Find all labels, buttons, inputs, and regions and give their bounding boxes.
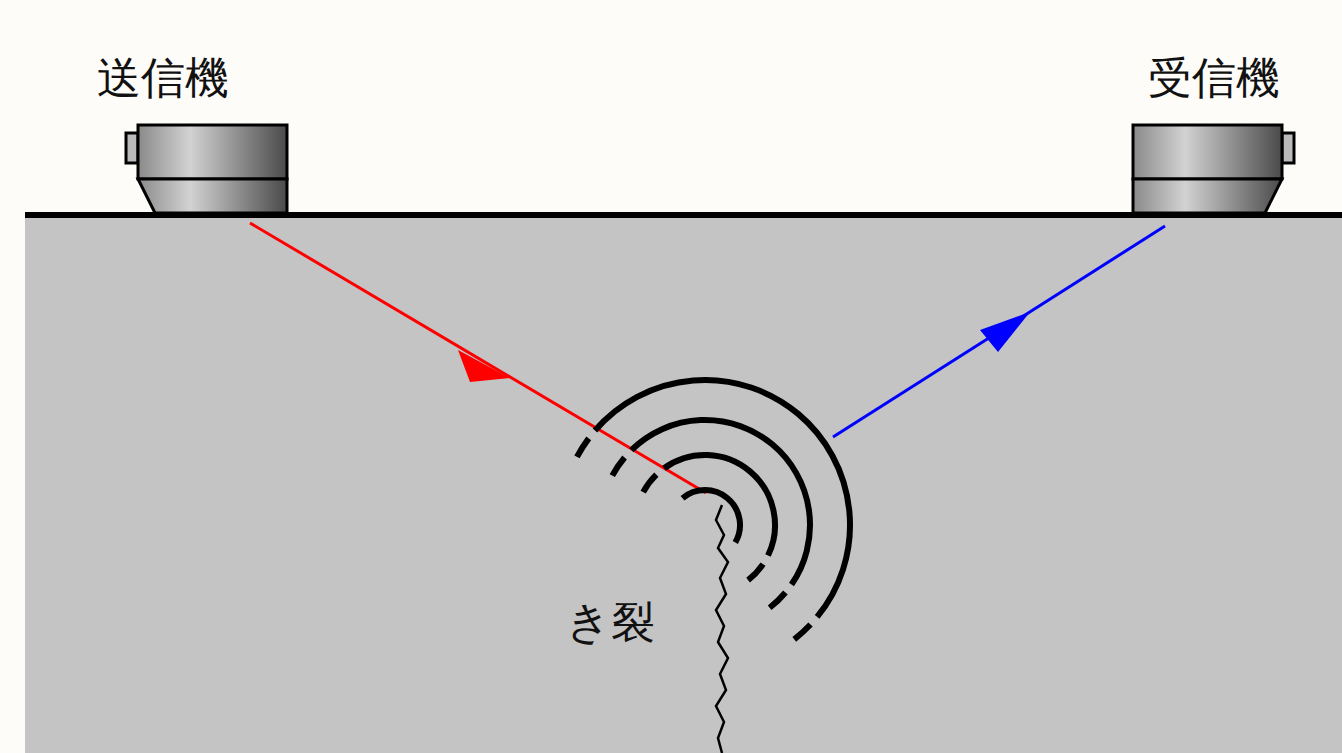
wave-arc [577, 438, 589, 457]
wave-arc [794, 624, 810, 639]
crack-label: き裂 [566, 600, 655, 644]
material-body [25, 215, 1342, 753]
wave-arc [748, 564, 763, 580]
crack-line [716, 505, 728, 753]
wave-arc [631, 420, 810, 585]
incident-arrowhead [458, 350, 510, 382]
wave-arc [664, 455, 775, 555]
receiver-probe [1133, 125, 1294, 213]
device-label: 送信機 [97, 56, 229, 100]
device-label: 受信機 [1148, 56, 1280, 100]
scattered-arrowhead [980, 312, 1030, 352]
scattered-ray [833, 226, 1165, 437]
wave-arc [683, 490, 740, 542]
transmitter-probe [126, 125, 287, 213]
wave-arc [770, 592, 786, 607]
wave-arc [612, 458, 624, 476]
incident-ray [250, 223, 706, 493]
wave-arc [643, 475, 656, 492]
